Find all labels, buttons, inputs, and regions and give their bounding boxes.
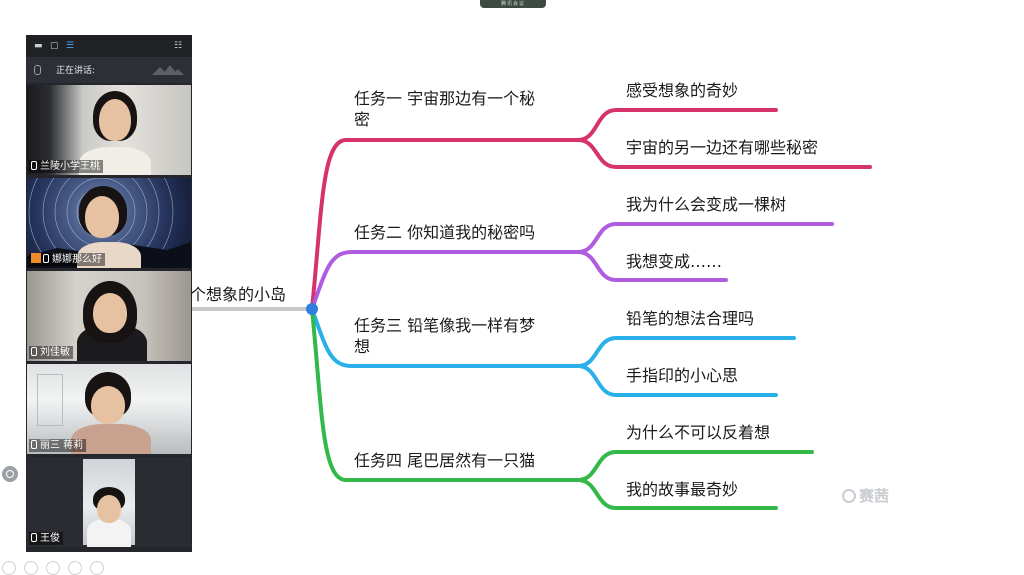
subtopic-branch-line (576, 250, 728, 282)
meeting-top-bar-label: 腾讯会议 (500, 1, 525, 7)
mindmap-hub-node[interactable] (306, 303, 318, 315)
subtopic-node[interactable]: 感受想象的奇妙 (626, 81, 739, 100)
participant-name-label: 刘佳敏 (29, 346, 73, 359)
participant-name-label: 娜娜那么好 (29, 253, 105, 266)
participant-video-tile[interactable]: 丽三 蒋莉 (27, 364, 191, 454)
participant-video-tile[interactable]: 娜娜那么好 (27, 178, 191, 268)
subtopic-node[interactable]: 为什么不可以反着想 (626, 423, 771, 442)
side-toolbar-button[interactable] (2, 466, 18, 482)
subtopic-branch-line (576, 138, 872, 169)
subtopic-branch-line (576, 478, 778, 510)
task-topic-3[interactable]: 任务三 铅笔像我一样有梦想 (354, 316, 536, 356)
participant-name-label: 兰陵小学王桃 (29, 160, 103, 173)
task-topic-4[interactable]: 任务四 尾巴居然有一只猫 (354, 451, 536, 470)
participant-name-label: 丽三 蒋莉 (29, 439, 87, 452)
participant-name-label: 王俊 (29, 532, 63, 545)
signal-icon (152, 65, 184, 75)
bottom-toolbar (0, 559, 150, 575)
panel-header: ▬ ▢ ☰ ☷ (26, 35, 192, 57)
mic-icon (31, 347, 37, 356)
speaking-indicator: 正在讲话: (26, 57, 192, 83)
subtopic-branch-line (576, 336, 796, 368)
speaking-label: 正在讲话: (56, 66, 96, 76)
participant-face (99, 99, 131, 141)
task-branch-line (310, 250, 580, 311)
subtopic-node[interactable]: 我为什么会变成一棵树 (626, 195, 787, 214)
task-topic-1[interactable]: 任务一 宇宙那边有一个秘密 (354, 89, 536, 129)
window-frame (37, 374, 63, 426)
participant-panel: ▬ ▢ ☰ ☷ 正在讲话: 兰陵小学王桃 娜娜那么好 刘佳敏 (26, 35, 192, 552)
watermark: 赛茜 (842, 485, 889, 506)
minimize-icon[interactable]: ▬ (34, 41, 43, 51)
participant-figure (71, 424, 151, 454)
list-view-icon[interactable]: ☷ (174, 41, 183, 51)
face-icon (6, 470, 14, 478)
mic-icon (31, 533, 37, 542)
window-icon[interactable]: ▢ (50, 41, 59, 51)
subtopic-node[interactable]: 我想变成…… (626, 252, 723, 271)
user-icon (31, 253, 41, 263)
participant-face (93, 293, 127, 333)
participant-figure (77, 242, 141, 268)
task-branch-line (310, 307, 580, 368)
participant-video-tile[interactable]: 兰陵小学王桃 (27, 85, 191, 175)
participant-video-tile[interactable]: 王俊 (27, 457, 191, 547)
watermark-logo-icon (842, 489, 856, 503)
participant-face (85, 196, 119, 238)
meeting-top-bar[interactable]: 腾讯会议 (480, 0, 546, 8)
participant-face (91, 386, 125, 424)
mindmap-root-topic[interactable]: 个想象的小岛 (190, 285, 287, 304)
subtopic-node[interactable]: 铅笔的想法合理吗 (626, 309, 755, 328)
subtopic-branch-line (576, 450, 814, 482)
microphone-icon (34, 65, 41, 75)
participant-camera-feed (83, 459, 135, 547)
task-branch-line (310, 138, 580, 311)
subtopic-node[interactable]: 我的故事最奇妙 (626, 480, 739, 499)
subtopic-branch-line (576, 108, 778, 142)
participant-figure (79, 147, 151, 175)
subtopic-branch-line (576, 364, 778, 397)
mic-icon (31, 440, 37, 449)
layout-icon[interactable]: ☰ (66, 41, 75, 51)
subtopic-branch-line (576, 222, 834, 254)
mic-icon (43, 254, 49, 263)
subtopic-node[interactable]: 宇宙的另一边还有哪些秘密 (626, 138, 819, 157)
task-topic-2[interactable]: 任务二 你知道我的秘密吗 (354, 223, 536, 242)
mic-icon (31, 161, 37, 170)
participant-face (97, 495, 121, 523)
subtopic-node[interactable]: 手指印的小心思 (626, 366, 739, 385)
participant-video-tile[interactable]: 刘佳敏 (27, 271, 191, 361)
participant-figure (87, 519, 131, 547)
task-branch-line (310, 307, 580, 482)
